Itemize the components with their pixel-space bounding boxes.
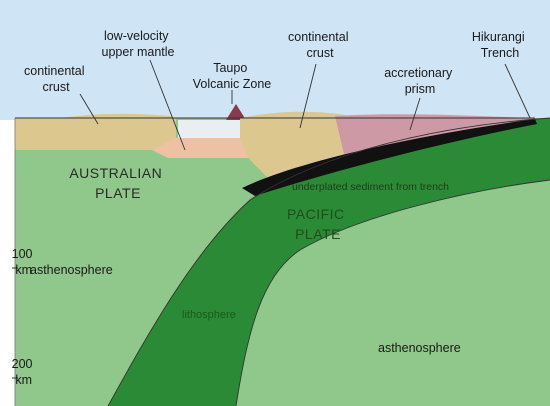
slab-bottom-outline [235,179,550,406]
label-asthenosphere-left: asthenosphere [30,263,113,277]
depth-label-200: 200 km [12,357,36,387]
leader-hikurangi [504,63,531,119]
label-underplated-sediment: underplated sediment from trench [292,181,449,193]
taupo-volcanic-zone [178,120,240,138]
label-low-velocity-mantle: low-velocity upper mantle [102,29,175,59]
leader-continental-mid [299,63,317,129]
label-lithosphere: lithosphere [182,309,236,321]
pacific-plate-slab [108,118,550,406]
continental-crust-left [15,113,176,150]
label-hikurangi-trench: Hikurangi Trench [472,30,528,60]
low-velocity-upper-mantle [152,138,250,158]
leader-low-velocity [149,59,186,151]
label-pacific-plate: PACIFIC PLATE [287,206,349,242]
label-australian-plate: AUSTRALIAN PLATE [69,165,166,201]
label-accretionary-prism: accretionary prism [384,66,456,96]
label-taupo-volcanic-zone: Taupo Volcanic Zone [193,61,272,91]
leader-continental-left [79,93,99,125]
sky-background [0,0,550,120]
volcano-icon [226,104,246,120]
label-continental-crust-middle: continental crust [288,30,352,60]
label-asthenosphere-right: asthenosphere [378,341,461,355]
leader-accretionary [409,97,421,131]
label-continental-crust-left: continental crust [24,64,88,94]
depth-label-100: 100 km [12,247,36,277]
slab-top-outline [107,117,550,406]
underplated-sediment [242,119,537,196]
